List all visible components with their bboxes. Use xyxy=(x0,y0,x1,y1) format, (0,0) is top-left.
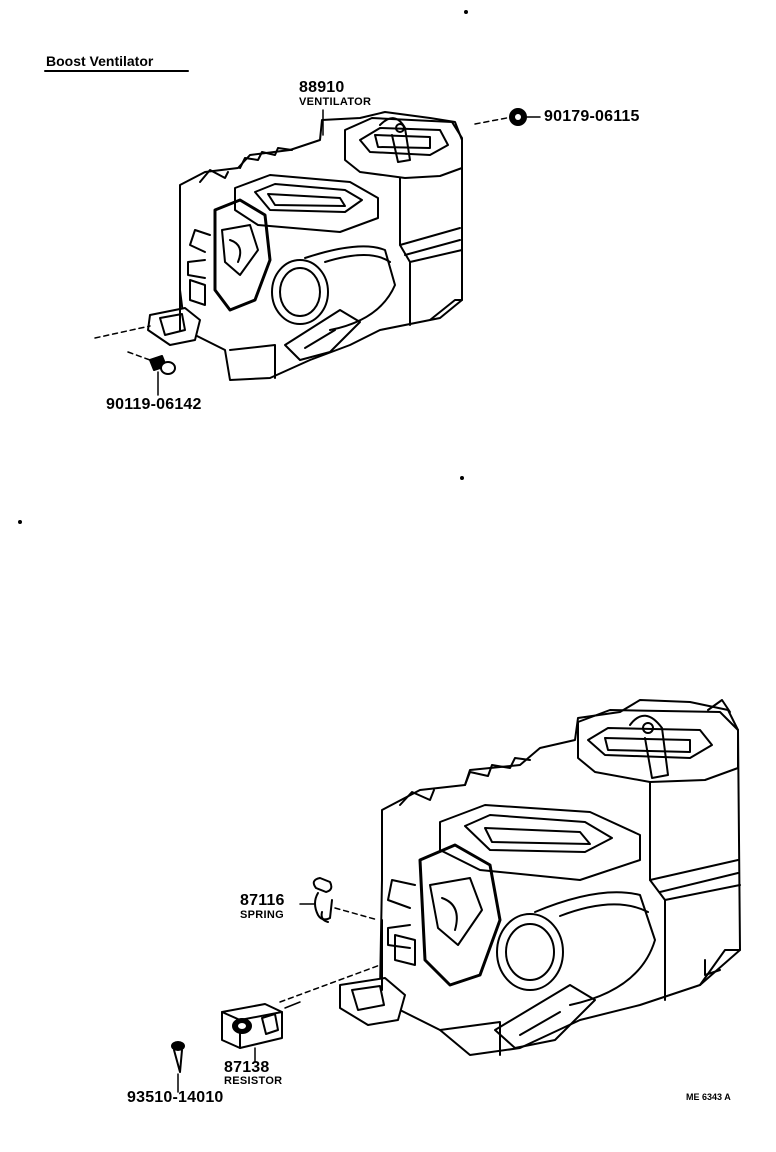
bolt-part xyxy=(149,355,176,396)
resistor-part-number: 87138 xyxy=(224,1059,270,1076)
ventilator-part-number: 88910 xyxy=(299,79,345,96)
figure-code: ME 6343 A xyxy=(686,1092,731,1102)
nut-part xyxy=(509,108,541,126)
ventilator-part-name: VENTILATOR xyxy=(299,96,372,108)
screw-part xyxy=(171,1041,185,1093)
screw-part-number: 93510-14010 xyxy=(127,1089,224,1106)
spring-part-number: 87116 xyxy=(240,892,285,909)
ventilator-assembly-top xyxy=(147,111,463,381)
resistor-part xyxy=(221,1003,283,1063)
resistor-part-name: RESISTOR xyxy=(224,1075,283,1087)
nut-part-number: 90179-06115 xyxy=(544,108,640,125)
diagram-title: Boost Ventilator xyxy=(46,53,154,69)
spring-part xyxy=(299,877,333,923)
spring-part-name: SPRING xyxy=(240,909,284,921)
bolt-part-number: 90119-06142 xyxy=(106,396,202,413)
ventilator-assembly-bottom xyxy=(339,699,741,1056)
